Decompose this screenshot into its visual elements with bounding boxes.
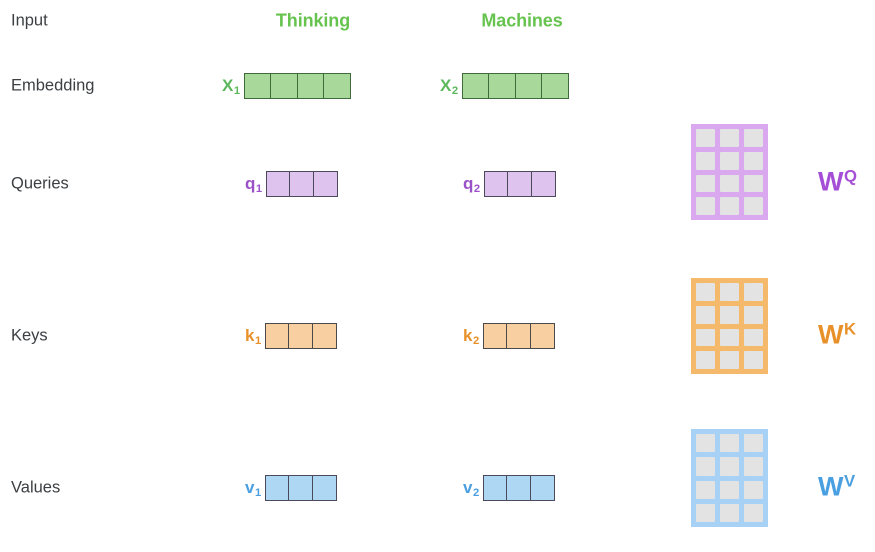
vector-cells-x1 <box>243 73 352 99</box>
vector-cell <box>506 323 532 349</box>
vector-label-v2: v2 <box>463 478 480 500</box>
column-header-thinking: Thinking <box>275 10 351 31</box>
weight-label-wq: WQ <box>818 166 858 197</box>
column-header-machines: Machines <box>481 10 563 31</box>
matrix-cell <box>744 328 763 347</box>
vector-cell <box>311 323 337 349</box>
matrix-cell <box>744 283 763 301</box>
weight-label-wv: WV <box>818 471 856 502</box>
vector-cell <box>506 475 532 501</box>
vector-cell <box>530 171 556 197</box>
matrix-cell <box>744 351 763 369</box>
matrix-cell <box>696 351 715 369</box>
weight-label-wk: WK <box>818 319 857 350</box>
row-label-queries: Queries <box>11 174 69 193</box>
matrix-cell <box>720 197 739 215</box>
vector-cell <box>507 171 533 197</box>
matrix-cell <box>744 174 763 193</box>
matrix-cell <box>720 503 739 522</box>
vector-v2: v2 <box>463 475 555 501</box>
vector-label-v1: v1 <box>245 478 262 500</box>
vector-cell <box>483 171 509 197</box>
vector-cell <box>288 475 314 501</box>
vector-cell <box>243 73 272 99</box>
vector-label-k2: k2 <box>463 326 480 348</box>
vector-cell <box>482 475 508 501</box>
vector-cell <box>482 323 508 349</box>
vector-x1: X1 <box>222 73 352 99</box>
matrix-cell <box>720 480 739 499</box>
matrix-cell <box>720 305 739 324</box>
row-label-values: Values <box>11 478 61 497</box>
vector-cell <box>488 73 517 99</box>
vector-cell <box>323 73 352 99</box>
vector-cell <box>514 73 543 99</box>
matrix-cell <box>696 480 715 499</box>
matrix-cell <box>696 305 715 324</box>
matrix-cell <box>696 283 715 301</box>
vector-cell <box>264 323 290 349</box>
matrix-cell <box>720 328 739 347</box>
vector-cell <box>312 171 338 197</box>
vector-cells-x2 <box>461 73 570 99</box>
matrix-cell <box>720 434 739 453</box>
vector-cells-k2 <box>482 323 555 349</box>
vector-cells-q2 <box>483 171 556 197</box>
vector-label-k1: k1 <box>245 326 262 348</box>
vector-q2: q2 <box>463 171 556 197</box>
matrix-cell <box>696 197 715 215</box>
matrix-cell <box>720 174 739 193</box>
matrix-cell <box>744 503 763 522</box>
row-label-input: Input <box>11 11 48 30</box>
matrix-cell <box>720 129 739 147</box>
matrix-cell <box>744 305 763 324</box>
vector-cell <box>529 475 555 501</box>
vector-cell <box>270 73 299 99</box>
matrix-cell <box>696 129 715 147</box>
row-label-keys: Keys <box>11 326 48 345</box>
row-label-embedding: Embedding <box>11 76 95 95</box>
weight-matrix-wv <box>691 429 768 527</box>
vector-cell <box>289 171 315 197</box>
vector-cells-v2 <box>482 475 555 501</box>
matrix-cell <box>696 151 715 170</box>
vector-cells-k1 <box>264 323 337 349</box>
matrix-cell <box>720 151 739 170</box>
vector-label-x2: X2 <box>440 76 459 98</box>
vector-v1: v1 <box>245 475 337 501</box>
vector-cells-v1 <box>264 475 337 501</box>
matrix-cell <box>696 434 715 453</box>
vector-cell <box>541 73 570 99</box>
matrix-cell <box>696 174 715 193</box>
vector-q1: q1 <box>245 171 338 197</box>
weight-matrix-wq <box>691 124 768 220</box>
matrix-cell <box>744 434 763 453</box>
matrix-cell <box>744 480 763 499</box>
matrix-cell <box>744 197 763 215</box>
vector-label-q2: q2 <box>463 174 481 196</box>
matrix-cell <box>696 328 715 347</box>
vector-cell <box>296 73 325 99</box>
vector-label-x1: X1 <box>222 76 241 98</box>
matrix-cell <box>696 457 715 476</box>
vector-k1: k1 <box>245 323 337 349</box>
vector-cell <box>264 475 290 501</box>
weight-matrix-wk <box>691 278 768 374</box>
vector-k2: k2 <box>463 323 555 349</box>
vector-cell <box>265 171 291 197</box>
matrix-cell <box>744 129 763 147</box>
matrix-cell <box>696 503 715 522</box>
matrix-cell <box>720 283 739 301</box>
matrix-cell <box>720 457 739 476</box>
vector-cell <box>311 475 337 501</box>
matrix-cell <box>720 351 739 369</box>
vector-cell <box>461 73 490 99</box>
vector-cell <box>288 323 314 349</box>
vector-label-q1: q1 <box>245 174 263 196</box>
vector-cell <box>529 323 555 349</box>
vector-x2: X2 <box>440 73 570 99</box>
matrix-cell <box>744 457 763 476</box>
vector-cells-q1 <box>265 171 338 197</box>
matrix-cell <box>744 151 763 170</box>
